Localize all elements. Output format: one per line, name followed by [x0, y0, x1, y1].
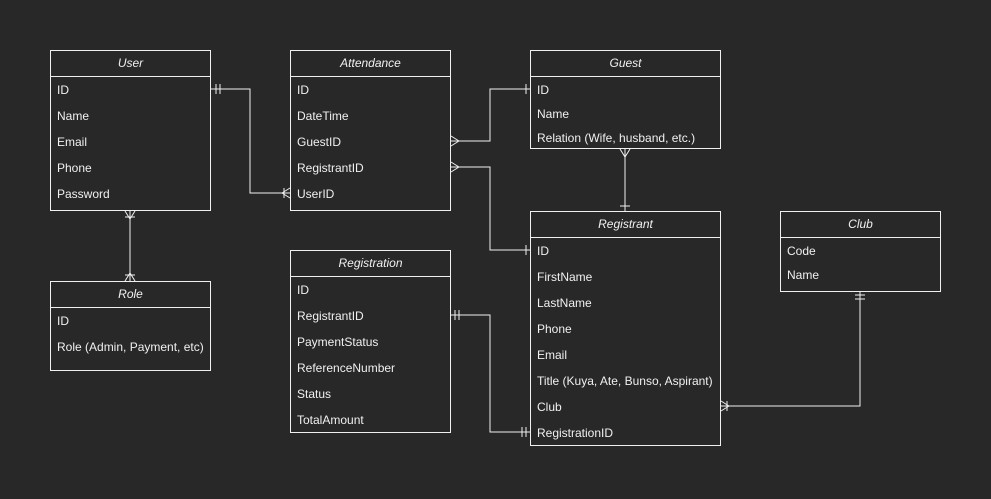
- attendance-attr-guestid: GuestID: [297, 135, 342, 149]
- entity-user-title: User: [51, 51, 210, 77]
- entity-registration-title: Registration: [291, 251, 450, 277]
- connector-registrant-club: [720, 291, 865, 412]
- registration-attr-status: Status: [297, 387, 332, 401]
- attendance-attr-userid: UserID: [297, 187, 335, 201]
- user-attr-phone: Phone: [57, 161, 92, 175]
- user-attr-id: ID: [57, 83, 69, 97]
- entity-club-title: Club: [781, 212, 940, 238]
- attendance-attr-registrantid: RegistrantID: [297, 161, 364, 175]
- connector-registration-registrant: [451, 310, 530, 437]
- entity-role-title: Role: [51, 282, 210, 308]
- connector-attendance-guest: [450, 84, 530, 147]
- attendance-attr-datetime: DateTime: [297, 109, 349, 123]
- entity-registration[interactable]: Registration ID RegistrantID PaymentStat…: [290, 250, 451, 433]
- registration-attr-referencenumber: ReferenceNumber: [297, 361, 396, 375]
- registration-attr-totalamount: TotalAmount: [297, 413, 364, 427]
- connector-user-attendance: [211, 84, 291, 199]
- registrant-attr-lastname: LastName: [537, 296, 592, 310]
- club-attr-code: Code: [787, 244, 816, 258]
- connector-guest-registrant: [619, 148, 631, 211]
- entity-user[interactable]: User ID Name Email Phone Password: [50, 50, 211, 211]
- user-attr-password: Password: [57, 187, 110, 201]
- role-attr-id: ID: [57, 314, 69, 328]
- registrant-attr-email: Email: [537, 348, 568, 362]
- connector-attendance-registrant: [450, 161, 530, 255]
- entity-attendance-title: Attendance: [291, 51, 450, 77]
- role-attr-role: Role (Admin, Payment, etc): [57, 340, 204, 354]
- connector-user-role: [124, 210, 136, 282]
- registrant-attr-id: ID: [537, 244, 549, 258]
- registrant-attr-title: Title (Kuya, Ate, Bunso, Aspirant): [537, 374, 713, 388]
- entity-registrant[interactable]: Registrant ID FirstName LastName Phone E…: [530, 211, 721, 446]
- guest-attr-id: ID: [537, 83, 549, 97]
- registrant-attr-firstname: FirstName: [537, 270, 593, 284]
- registration-attr-registrantid: RegistrantID: [297, 309, 364, 323]
- entity-guest-title: Guest: [531, 51, 720, 77]
- attendance-attr-id: ID: [297, 83, 309, 97]
- registrant-attr-registrationid: RegistrationID: [537, 426, 614, 440]
- entity-club[interactable]: Club Code Name: [780, 211, 941, 292]
- club-attr-name: Name: [787, 268, 820, 282]
- registration-attr-paymentstatus: PaymentStatus: [297, 335, 379, 349]
- user-attr-email: Email: [57, 135, 88, 149]
- guest-attr-relation: Relation (Wife, husband, etc.): [537, 131, 696, 145]
- registrant-attr-club: Club: [537, 400, 562, 414]
- entity-guest[interactable]: Guest ID Name Relation (Wife, husband, e…: [530, 50, 721, 149]
- guest-attr-name: Name: [537, 107, 570, 121]
- entity-attendance[interactable]: Attendance ID DateTime GuestID Registran…: [290, 50, 451, 211]
- user-attr-name: Name: [57, 109, 90, 123]
- entity-registrant-title: Registrant: [531, 212, 720, 238]
- registrant-attr-phone: Phone: [537, 322, 572, 336]
- registration-attr-id: ID: [297, 283, 309, 297]
- entity-role[interactable]: Role ID Role (Admin, Payment, etc): [50, 281, 211, 371]
